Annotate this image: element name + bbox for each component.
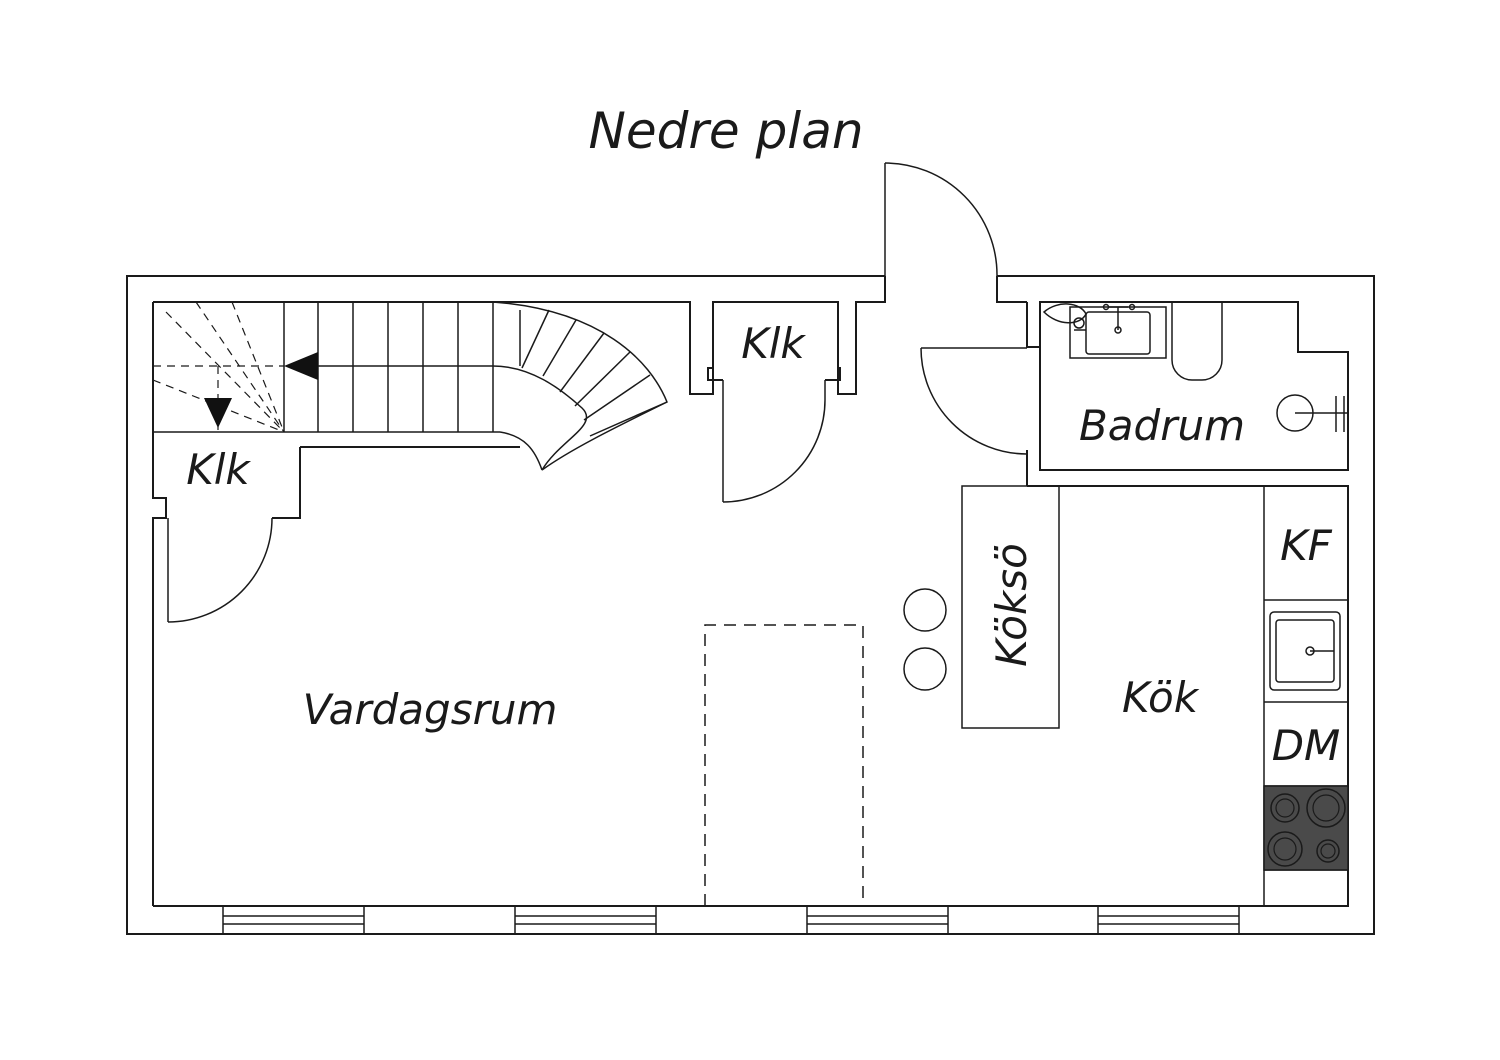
- exterior-walls: [126, 275, 1375, 935]
- stove: [1263, 785, 1349, 871]
- windows: [222, 905, 1240, 935]
- label-fridge-freezer: KF: [1280, 521, 1333, 570]
- staircase: [152, 301, 668, 471]
- label-dishwasher: DM: [1272, 721, 1341, 770]
- bathroom-door[interactable]: [920, 347, 1028, 455]
- hall-closet-door[interactable]: [722, 380, 826, 503]
- room-label-kitchen: Kök: [1122, 673, 1200, 722]
- kitchen-island: Köksö: [961, 485, 1060, 729]
- bar-stools: [903, 588, 947, 691]
- room-label-bathroom: Badrum: [1079, 401, 1245, 450]
- dashed-area: [704, 624, 864, 906]
- room-label-stair-closet: Klk: [186, 445, 251, 494]
- room-label-living-room: Vardagsrum: [303, 685, 558, 734]
- room-label-hall-closet: Klk: [741, 319, 806, 368]
- entrance-door[interactable]: [884, 162, 998, 277]
- stair-closet-door[interactable]: [167, 517, 273, 623]
- room-label-kitchen-island: Köksö: [987, 543, 1036, 667]
- plan-title: Nedre plan: [588, 102, 863, 160]
- interior-walls: [152, 301, 1349, 907]
- bathroom-fixtures: [1042, 302, 1348, 432]
